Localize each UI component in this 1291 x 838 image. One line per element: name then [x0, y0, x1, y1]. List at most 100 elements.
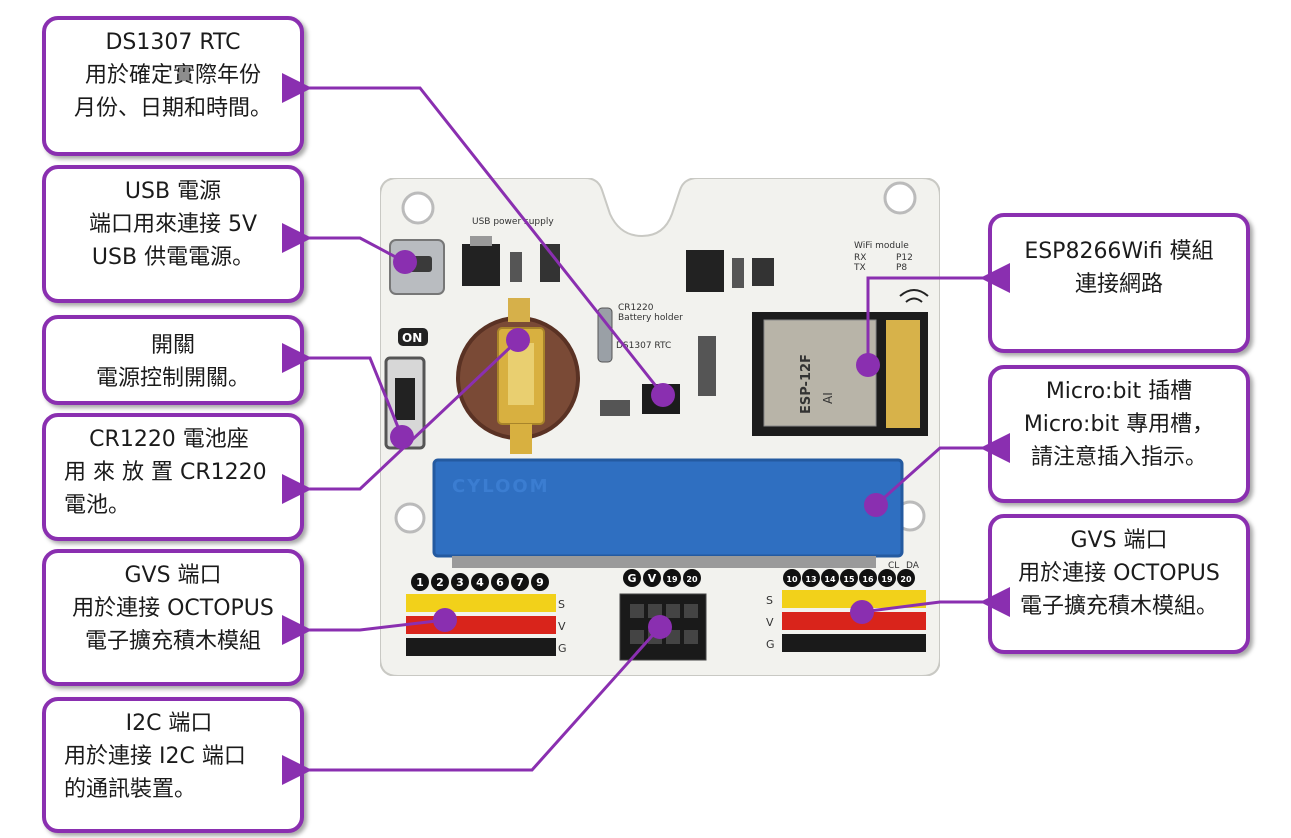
- callout-gvs-right-line-1: GVS 端口: [1070, 528, 1168, 553]
- rx-label: RX: [854, 253, 866, 263]
- pin-number-label: G: [627, 572, 636, 585]
- pin-number-label: 1: [416, 576, 424, 589]
- left-gvs-black-row: [406, 638, 556, 656]
- pin-number-label: 15: [843, 575, 855, 584]
- right-pin-v: V: [766, 616, 774, 629]
- callout-usb-line-1: USB 電源: [124, 179, 222, 204]
- da-label: DA: [906, 561, 920, 571]
- callout-rtc-line-2: 用於確定實際年份: [84, 63, 261, 88]
- callout-usb-line-3: USB 供電電源。: [91, 245, 255, 270]
- pin-badge: [840, 569, 858, 587]
- callout-battery-line-1: CR1220 電池座: [89, 427, 249, 452]
- pin-badge: [643, 569, 661, 587]
- pin-badge: [897, 569, 915, 587]
- callout-esp-line-2: 連接網路: [1074, 272, 1163, 297]
- callout-microbit-line-2: Micro:bit 專用槽，: [1023, 412, 1215, 437]
- pin-badge: [821, 569, 839, 587]
- microbit-pins: [452, 556, 876, 568]
- esp-model-label: ESP-12F: [799, 354, 814, 414]
- pin-badge: [802, 569, 820, 587]
- pin-badge: [859, 569, 877, 587]
- microbit-brand: CYLOOM: [452, 476, 550, 497]
- callout-i2c: I2C 端口 用於連接 I2C 端口 的通訊裝置。: [42, 697, 304, 833]
- pin-number-label: 10: [786, 575, 798, 584]
- pin-badge: [411, 573, 429, 591]
- pin-badge: [878, 569, 896, 587]
- pin-number-label: 6: [496, 576, 504, 589]
- callout-i2c-line-1: I2C 端口: [125, 711, 213, 736]
- battery-holder-label: Battery holder: [618, 313, 683, 323]
- pin-number-label: V: [648, 572, 657, 585]
- callout-usb: USB 電源 端口用來連接 5V USB 供電電源。: [42, 165, 304, 303]
- cl-label: CL: [888, 561, 899, 571]
- pin-number-label: 20: [686, 575, 698, 584]
- callout-switch-line-2: 電源控制開關。: [95, 366, 250, 391]
- callout-switch-line-1: 開關: [150, 333, 195, 358]
- pin-badge: [663, 569, 681, 587]
- rtc-chip: [642, 384, 680, 414]
- callout-switch: 開關 電源控制開關。: [42, 315, 304, 405]
- right-gvs-black-row: [782, 634, 926, 652]
- callout-esp-line-1: ESP8266Wifi 模組: [1024, 239, 1214, 264]
- p8-label: P8: [896, 263, 907, 273]
- mount-hole-top-right: [883, 181, 917, 215]
- pin-number-label: 4: [476, 576, 484, 589]
- pin-number-label: 20: [900, 575, 912, 584]
- left-pin-s: S: [558, 598, 565, 611]
- right-header-labels: 10 13 14 15 16 19 20: [783, 569, 915, 587]
- pin-number-label: 16: [862, 575, 874, 584]
- pin-number-label: 14: [824, 575, 836, 584]
- regulator-left: [462, 244, 500, 286]
- ai-label: AI: [821, 392, 835, 404]
- right-pin-s: S: [766, 594, 773, 607]
- usb-power-label: USB power supply: [472, 217, 554, 227]
- wifi-module-label: WiFi module: [854, 241, 909, 251]
- i2c-header: [619, 593, 707, 661]
- microbit-slot: [432, 458, 904, 558]
- callout-microbit-line-3: 請注意插入指示。: [1030, 445, 1207, 470]
- cr1220-label: CR1220: [618, 303, 654, 313]
- callout-i2c-line-2: 用於連接 I2C 端口: [64, 744, 246, 769]
- left-gvs-red-row: [406, 616, 556, 634]
- ds1307-label: DS1307 RTC: [616, 341, 671, 351]
- p12-label: P12: [896, 253, 913, 263]
- pin-number-label: 7: [516, 576, 524, 589]
- callout-battery-line-3: 電池。: [64, 493, 131, 518]
- mount-hole-top-left: [401, 191, 435, 225]
- callout-microbit: Micro:bit 插槽 Micro:bit 專用槽， 請注意插入指示。: [988, 365, 1250, 503]
- pin-badge: [511, 573, 529, 591]
- pin-number-label: 19: [666, 575, 678, 584]
- callout-i2c-line-3: 的通訊裝置。: [64, 777, 197, 802]
- pin-number-label: 9: [536, 576, 544, 589]
- esp-antenna: [886, 320, 920, 428]
- tx-label: TX: [853, 263, 866, 273]
- callout-rtc-line-3: 月份、日期和時間。: [73, 96, 272, 121]
- pin-badge: [431, 573, 449, 591]
- callout-gvs-right-line-2: 用於連接 OCTOPUS: [1018, 561, 1220, 586]
- pin-badge: [783, 569, 801, 587]
- pin-number-label: 2: [436, 576, 444, 589]
- callout-gvs-left-line-3: 電子擴充積木模組: [84, 629, 261, 654]
- callout-battery-line-2: 用 來 放 置 CR1220: [64, 460, 267, 485]
- left-gvs-yellow-row: [406, 594, 556, 612]
- right-pin-g: G: [766, 638, 775, 651]
- right-gvs-yellow-row: [782, 590, 926, 608]
- pin-badge: [471, 573, 489, 591]
- callout-rtc-line-1: DS1307 RTC: [105, 30, 241, 55]
- callout-esp: ESP8266Wifi 模組 連接網路: [988, 213, 1250, 353]
- callout-rtc: DS1307 RTC 用於確定實際年份 月份、日期和時間。: [42, 16, 304, 156]
- callout-battery: CR1220 電池座 用 來 放 置 CR1220 電池。: [42, 413, 304, 541]
- pin-badge: [623, 569, 641, 587]
- callout-usb-line-2: 端口用來連接 5V: [88, 212, 258, 237]
- callout-gvs-left-line-1: GVS 端口: [124, 563, 222, 588]
- expansion-board: USB power supply ON CR1220 Battery holde…: [380, 178, 940, 676]
- callout-gvs-right: GVS 端口 用於連接 OCTOPUS 電子擴充積木模組。: [988, 514, 1250, 654]
- pin-badge: [451, 573, 469, 591]
- callout-microbit-line-1: Micro:bit 插槽: [1045, 379, 1193, 404]
- callout-gvs-left: GVS 端口 用於連接 OCTOPUS 電子擴充積木模組: [42, 549, 304, 686]
- callout-gvs-left-line-2: 用於連接 OCTOPUS: [72, 596, 274, 621]
- pin-number-label: 13: [805, 575, 816, 584]
- pin-number-label: 19: [881, 575, 893, 584]
